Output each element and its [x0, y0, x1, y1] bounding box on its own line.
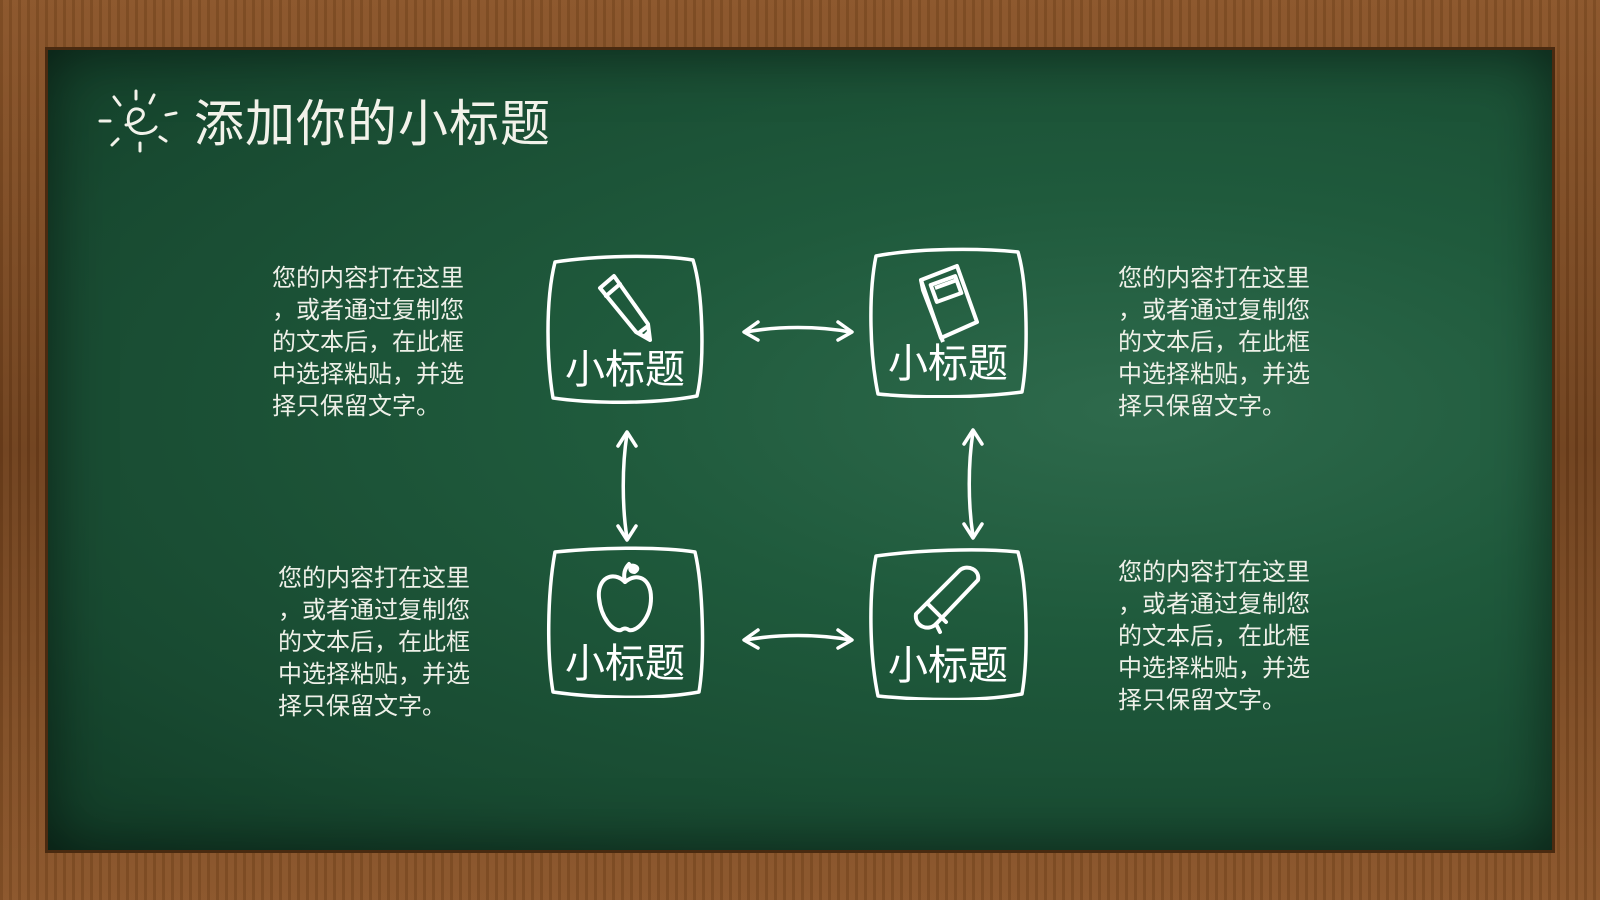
description-bottom-right: 您的内容打在这里 ，或者通过复制您 的文本后，在此框 中选择粘贴，并选 择只保留… — [1118, 558, 1310, 714]
box-bottom-left: 小标题 — [545, 546, 705, 698]
chalkboard — [48, 50, 1552, 850]
box-label: 小标题 — [888, 643, 1008, 689]
box-label: 小标题 — [888, 341, 1008, 387]
arrow-vertical-left — [616, 430, 638, 542]
sun-doodle-icon — [98, 89, 178, 153]
box-top-right: 小标题 — [868, 246, 1028, 398]
title-area: 添加你的小标题 — [96, 84, 551, 156]
box-top-left: 小标题 — [545, 252, 705, 404]
box-outline — [869, 548, 1028, 700]
description-bottom-left: 您的内容打在这里 ，或者通过复制您 的文本后，在此框 中选择粘贴，并选 择只保留… — [278, 564, 470, 720]
box-outline — [869, 247, 1028, 398]
box-bottom-right: 小标题 — [868, 548, 1028, 700]
slide-title: 添加你的小标题 — [194, 95, 551, 153]
eraser-icon — [913, 565, 981, 634]
arrow-horizontal-bottom — [742, 628, 854, 650]
box-label: 小标题 — [565, 641, 685, 687]
arrow-vertical-right — [962, 428, 984, 540]
box-label: 小标题 — [565, 347, 685, 393]
description-top-right: 您的内容打在这里 ，或者通过复制您 的文本后，在此框 中选择粘贴，并选 择只保留… — [1118, 264, 1310, 420]
description-top-left: 您的内容打在这里 ，或者通过复制您 的文本后，在此框 中选择粘贴，并选 择只保留… — [272, 264, 464, 420]
apple-icon — [596, 562, 653, 633]
box-outline — [546, 254, 704, 404]
book-icon — [919, 264, 979, 343]
arrow-horizontal-top — [742, 320, 854, 342]
pencil-icon — [598, 274, 652, 342]
box-outline — [547, 546, 705, 698]
